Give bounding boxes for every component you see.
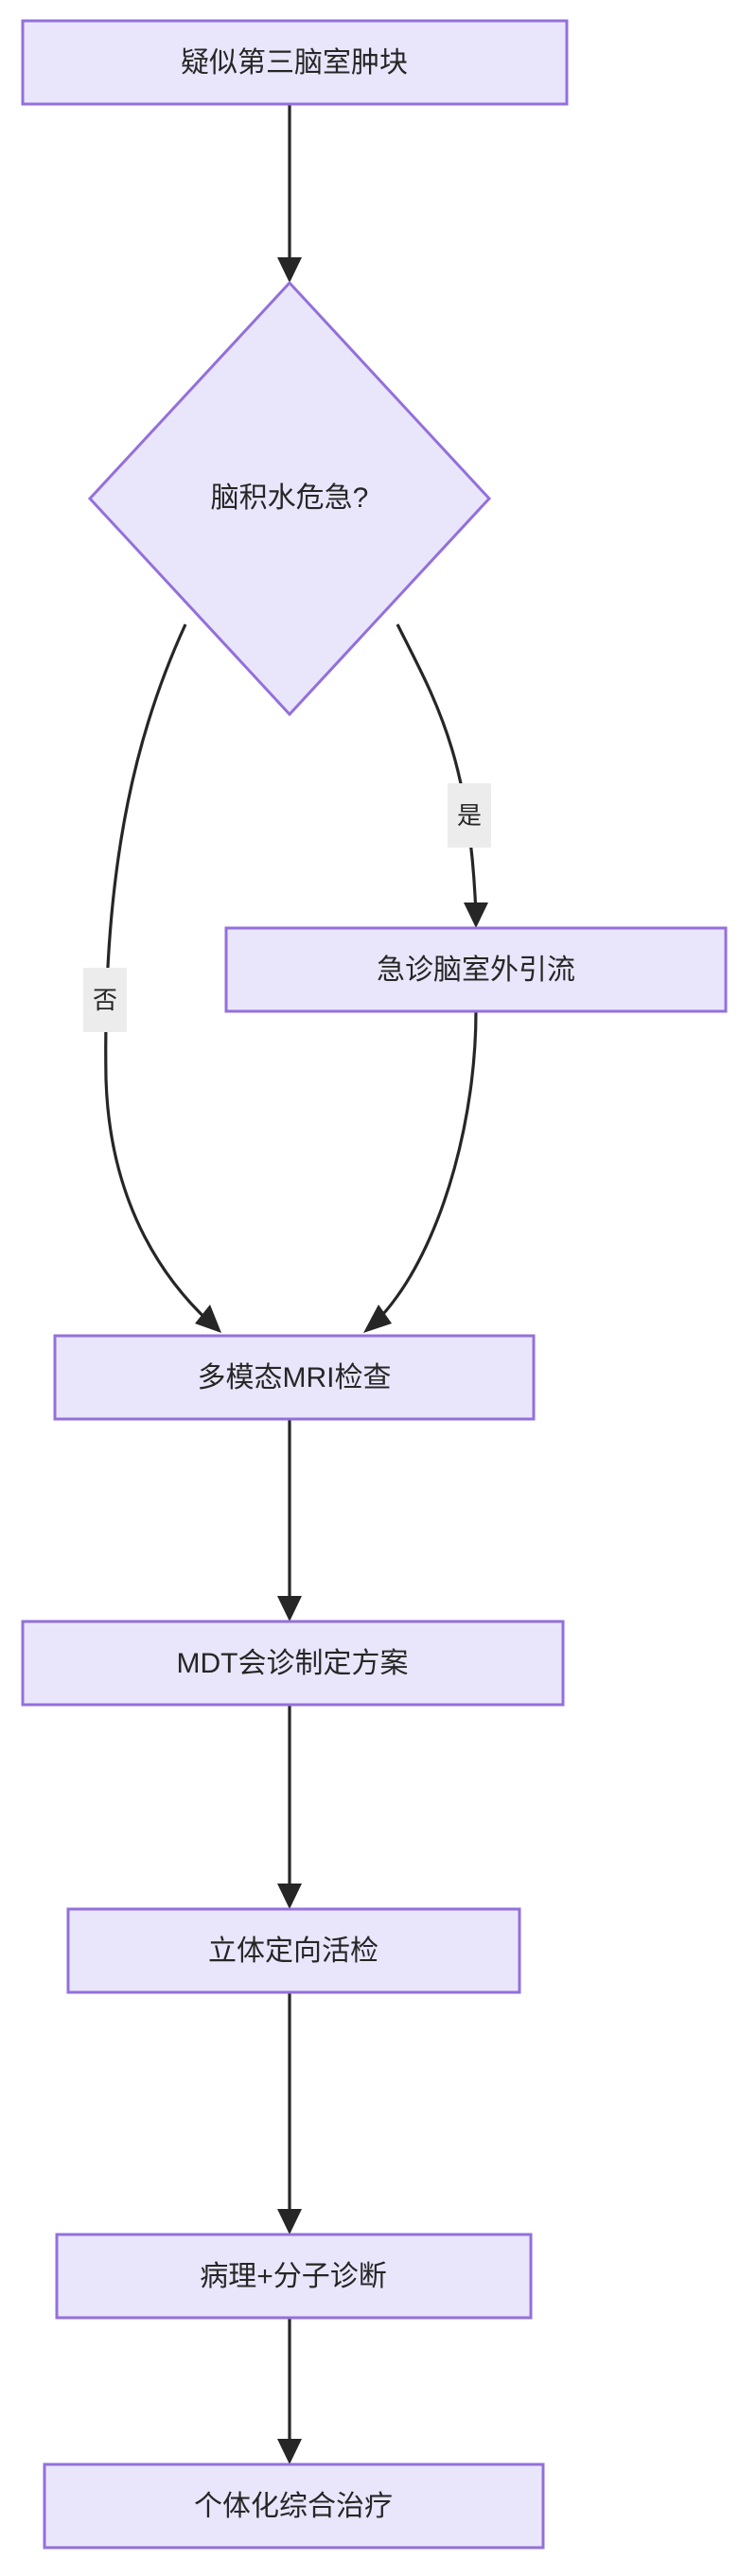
node-suspected-third-ventricle-mass[interactable]: 疑似第三脑室肿块 <box>21 19 569 106</box>
node-label: 多模态MRI检查 <box>198 1362 392 1393</box>
edge-label-background <box>448 783 491 848</box>
node-label: 个体化综合治疗 <box>194 2491 393 2522</box>
arrowhead-icon <box>277 2209 302 2234</box>
edge-mdt-to-biopsy <box>277 1705 302 1909</box>
node-box[interactable] <box>224 926 728 1013</box>
arrowhead-icon <box>277 257 302 283</box>
node-label: 立体定向活检 <box>208 1936 378 1967</box>
arrowhead-icon <box>277 1884 302 1909</box>
node-label: 疑似第三脑室肿块 <box>181 47 408 79</box>
node-mdt-plan[interactable]: MDT会诊制定方案 <box>21 1620 565 1707</box>
node-box[interactable] <box>53 1334 536 1421</box>
edge-label-text: 否 <box>93 986 117 1014</box>
node-pathology-molecular-diagnosis[interactable]: 病理+分子诊断 <box>55 2233 533 2320</box>
edge-label-no: 否 <box>83 968 127 1032</box>
edge-label-layer: 是 否 <box>83 783 491 1032</box>
node-layer: 疑似第三脑室肿块 脑积水危急? 急诊脑室外引流 多模态MRI检查 MDT会诊制定… <box>21 19 728 2550</box>
edge-evd-to-mri <box>363 1010 478 1333</box>
node-box[interactable] <box>55 2233 533 2320</box>
arrowhead-icon <box>195 1305 221 1333</box>
node-box[interactable] <box>43 2462 545 2550</box>
edge-label-yes: 是 <box>448 783 491 848</box>
node-stereotactic-biopsy[interactable]: 立体定向活检 <box>66 1907 521 1994</box>
node-label: 脑积水危急? <box>211 482 369 514</box>
edge-decision-yes-to-evd <box>396 623 488 928</box>
edge-label-background <box>83 968 127 1032</box>
edge-start-to-decision <box>277 104 302 283</box>
edge-pathology-to-treatment <box>277 2318 302 2464</box>
decision-diamond[interactable] <box>87 280 492 717</box>
arrowhead-icon <box>277 2439 302 2464</box>
edge-decision-no-to-mri <box>104 623 221 1333</box>
node-label: MDT会诊制定方案 <box>177 1648 409 1679</box>
edge-layer <box>104 104 488 2464</box>
node-hydrocephalus-emergency-decision[interactable]: 脑积水危急? <box>87 280 492 717</box>
node-box[interactable] <box>21 1620 565 1707</box>
edge-line <box>396 623 478 917</box>
edge-label-text: 是 <box>457 801 482 830</box>
node-label: 急诊脑室外引流 <box>377 955 575 986</box>
node-box[interactable] <box>66 1907 521 1994</box>
node-box[interactable] <box>21 19 569 106</box>
node-multimodal-mri[interactable]: 多模态MRI检查 <box>53 1334 536 1421</box>
arrowhead-icon <box>363 1305 392 1333</box>
edge-biopsy-to-pathology <box>277 1992 302 2234</box>
edge-line <box>104 623 214 1326</box>
arrowhead-icon <box>277 1596 302 1621</box>
node-individualized-comprehensive-treatment[interactable]: 个体化综合治疗 <box>43 2462 545 2550</box>
node-emergency-external-ventricular-drainage[interactable]: 急诊脑室外引流 <box>224 926 728 1013</box>
arrowhead-icon <box>464 902 488 928</box>
edge-line <box>371 1010 478 1326</box>
node-label: 病理+分子诊断 <box>200 2261 387 2292</box>
edge-mri-to-mdt <box>277 1419 302 1621</box>
